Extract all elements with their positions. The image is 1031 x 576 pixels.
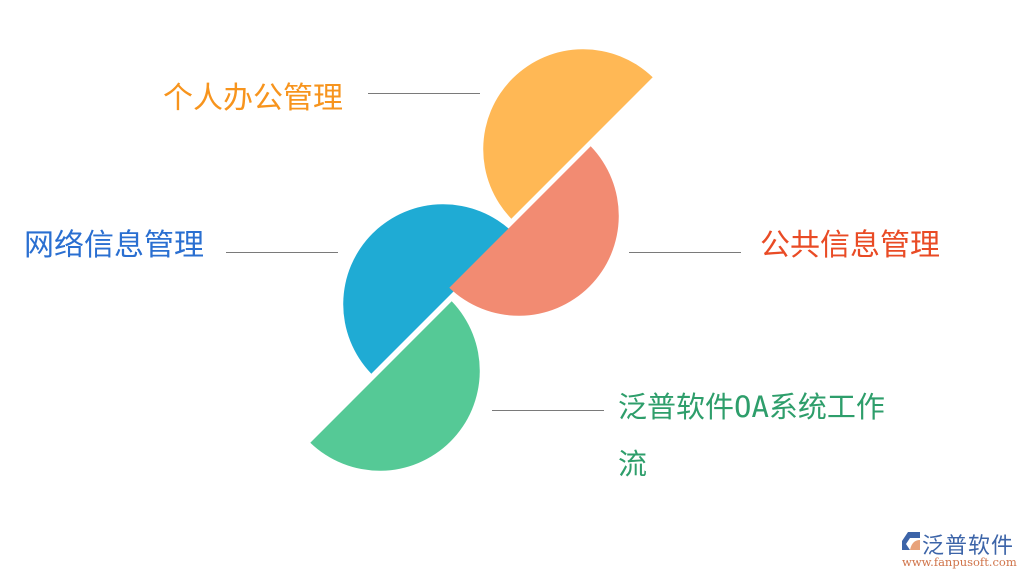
leader-line-personal	[368, 93, 480, 94]
segment-workflow	[310, 301, 480, 471]
segment-network	[343, 204, 513, 374]
segment-public	[449, 146, 619, 316]
leader-line-network	[226, 252, 338, 253]
leader-line-workflow	[492, 410, 604, 411]
fanpu-logo: 泛普软件 www.fanpusoft.com	[900, 528, 1028, 572]
label-public-info: 公共信息管理	[760, 228, 940, 263]
leader-line-public	[629, 252, 741, 253]
label-network-info: 网络信息管理	[24, 228, 204, 263]
label-workflow: 泛普软件OA系统工作	[618, 390, 885, 424]
label-personal-office: 个人办公管理	[163, 81, 343, 116]
logo-name: 泛普软件	[922, 534, 1015, 559]
label-workflow-line2: 流	[618, 447, 648, 481]
segment-personal	[483, 49, 653, 219]
logo-url: www.fanpusoft.com	[902, 555, 1017, 569]
logo-mark-icon	[902, 532, 920, 550]
